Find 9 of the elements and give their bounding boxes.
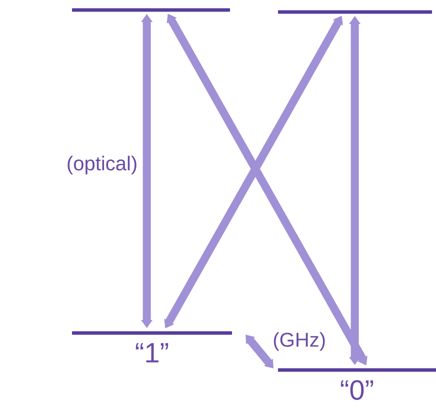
edge-label: (optical) [65, 154, 139, 176]
energy-level: “1” [72, 331, 232, 362]
energy-level: “0” [278, 368, 436, 400]
node-label: “0” [340, 380, 374, 400]
double-arrow [246, 334, 274, 368]
energy-level [278, 10, 432, 14]
energy-level [72, 8, 230, 12]
edge-label: (GHz) [272, 331, 328, 352]
node-label: “1” [136, 343, 168, 362]
